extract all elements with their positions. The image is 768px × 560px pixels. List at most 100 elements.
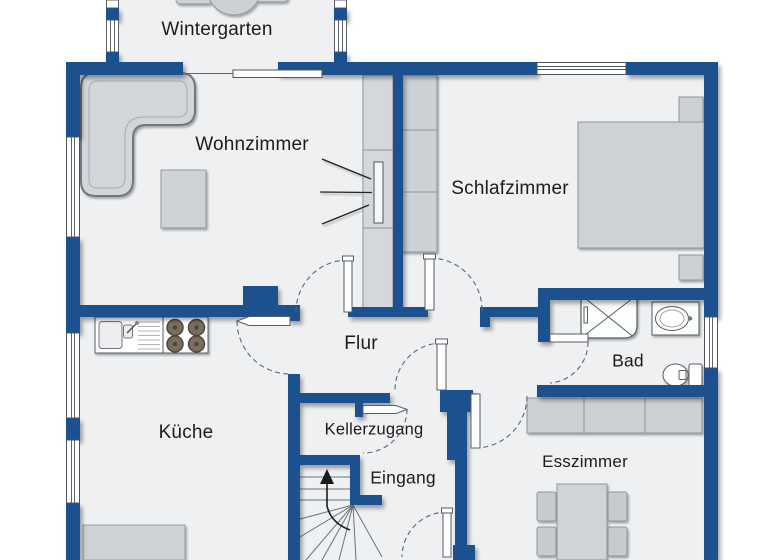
windows [66, 0, 718, 504]
wintergarten-wall [106, 52, 119, 62]
shower-cross [580, 294, 638, 339]
faucet-icon [126, 323, 137, 334]
wall-flur-north [348, 307, 428, 317]
arrow-head-icon [320, 469, 334, 484]
wintergarten-wall [334, 52, 347, 62]
wall-bad-south [537, 385, 704, 397]
wall-right [704, 62, 718, 317]
wall-kueche-north [80, 305, 297, 317]
doors [235, 253, 589, 558]
room-label-kueche: Küche [158, 422, 214, 443]
door-jamb [441, 507, 453, 514]
wardrobe [401, 74, 438, 253]
sink-basin [98, 321, 123, 349]
room-label-flur: Flur [344, 333, 378, 354]
toilet-button [678, 370, 687, 380]
wall-stub [480, 317, 490, 327]
tv-view-line [321, 158, 372, 180]
wall-eingang-east [453, 545, 475, 560]
room-label-kellerzugang: Kellerzugang [324, 420, 424, 439]
window [536, 62, 627, 75]
wall-bad-west [538, 288, 550, 342]
nightstand [678, 254, 704, 281]
door-swing [401, 511, 448, 558]
wall-kueche-east [288, 305, 300, 321]
window [66, 136, 80, 238]
wall-stub [355, 403, 363, 417]
tv-icon [373, 161, 384, 224]
sofa-cushion-line [88, 80, 188, 189]
wall-stair-south [350, 495, 382, 505]
walls [66, 8, 718, 560]
door-leaf-kueche [235, 316, 291, 326]
wall-kellerzugang [300, 393, 390, 403]
room-label-wohnzimmer: Wohnzimmer [195, 134, 309, 155]
door-jamb [423, 253, 436, 260]
wall-eingang-east [455, 460, 467, 545]
door-leaf-flur [436, 342, 447, 391]
wintergarten-wall [106, 8, 119, 20]
toilet [662, 363, 689, 387]
room-label-eingang: Eingang [370, 467, 436, 488]
window [66, 439, 80, 504]
bathroom-fixtures [580, 294, 703, 387]
wall-right [704, 368, 718, 560]
door-swing-arcs [236, 257, 589, 558]
sliding-door [232, 69, 323, 78]
washbasin-inner [659, 309, 685, 328]
wall-top [626, 62, 718, 75]
wall-left [66, 418, 80, 440]
corner-sofa [80, 72, 196, 197]
wintergarten-wall [334, 8, 347, 20]
wall-left [66, 62, 80, 137]
door-swing [295, 259, 349, 313]
door-swing [429, 257, 483, 311]
door-jamb [435, 338, 448, 345]
chimney-pillar [243, 286, 278, 305]
door-swing [474, 395, 528, 449]
room-label-bad: Bad [612, 350, 644, 371]
window [66, 332, 80, 419]
room-label-schlafzimmer: Schlafzimmer [451, 178, 569, 199]
wall-stair-east [350, 455, 360, 505]
tv-view-line [319, 191, 373, 194]
nightstand [678, 96, 704, 123]
window [704, 316, 718, 369]
basin-faucet-icon [687, 316, 693, 321]
round-table [209, 0, 259, 16]
wall-eingang-east [440, 390, 473, 412]
wall-top [66, 62, 183, 75]
wall-bad-north [538, 288, 704, 300]
wall-stair-north [300, 455, 360, 465]
wintergarten-chair [175, 0, 213, 5]
door-leaf-bad [549, 333, 589, 343]
door-jamb [342, 255, 354, 262]
stair-direction-arrow [320, 469, 351, 531]
door-swing [394, 342, 443, 391]
toilet-cistern [688, 363, 703, 387]
drainboard-lines [138, 321, 160, 350]
sideboard [526, 397, 703, 434]
room-label-wintergarten: Wintergarten [161, 19, 273, 40]
shower-cross [580, 294, 634, 337]
wall-kueche-east [288, 374, 300, 560]
chair [607, 526, 628, 557]
door-swing [236, 320, 291, 375]
wintergarten-window [106, 0, 347, 53]
door-leaf-schlafzimmer [424, 257, 435, 311]
wall-flur-north [480, 307, 538, 317]
wall-left [66, 503, 80, 560]
shower-handle [583, 306, 588, 324]
tv-view-line [321, 204, 370, 225]
kitchen-bench [82, 524, 186, 560]
chair [536, 526, 557, 557]
wintergarten-chair [253, 0, 289, 3]
chair [607, 491, 628, 522]
door-leaf-esszimmer [470, 393, 481, 449]
door-leaves [235, 253, 589, 558]
door-swing [362, 408, 408, 454]
door-leaf-kellerzugang [362, 405, 409, 414]
wall-top [278, 62, 537, 75]
